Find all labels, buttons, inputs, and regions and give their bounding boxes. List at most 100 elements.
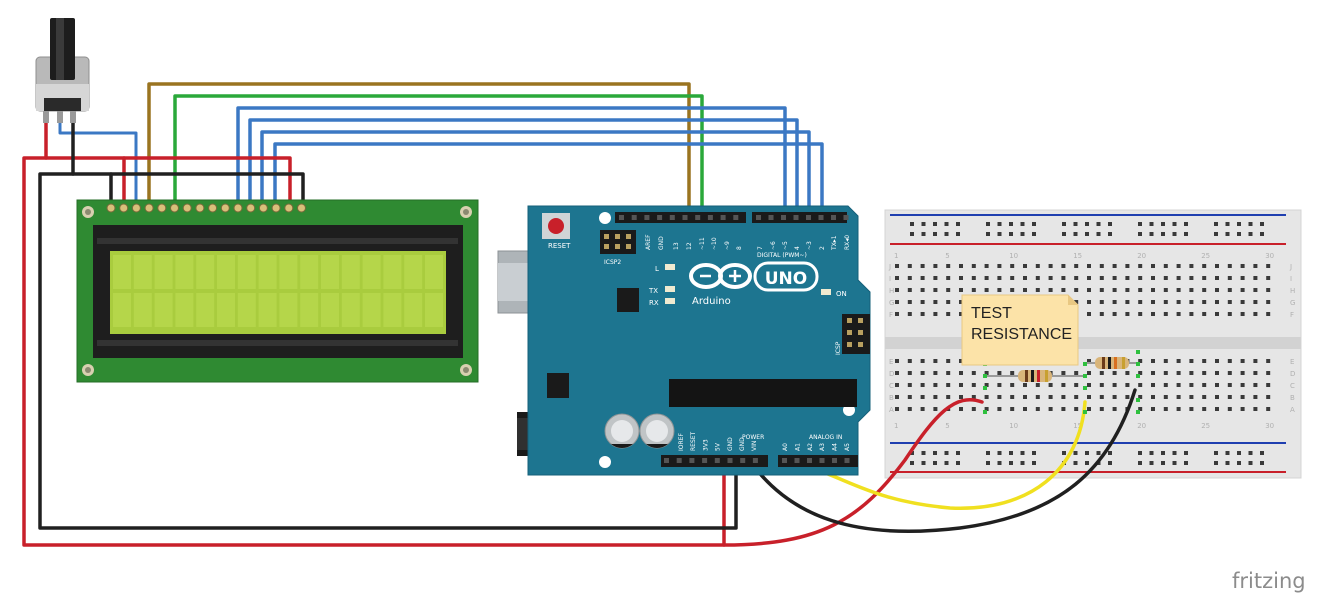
analog-pin-label: A2 <box>807 443 814 451</box>
breadboard-rail-hole <box>1138 232 1142 236</box>
power-pin-hole <box>714 458 720 463</box>
digital-header-right <box>752 212 847 223</box>
breadboard-hole <box>920 300 925 304</box>
breadboard-hole <box>997 395 1002 399</box>
breadboard-hole <box>1163 264 1168 268</box>
power-pin-label: GND <box>739 437 746 451</box>
breadboard-rail-hole <box>986 222 990 226</box>
breadboard-hole <box>1151 276 1155 280</box>
breadboard-rail-hole <box>1062 222 1066 226</box>
breadboard-hole <box>959 300 963 304</box>
breadboard-hole <box>1189 276 1194 280</box>
connected-hole <box>983 410 987 414</box>
breadboard-hole <box>959 312 963 316</box>
breadboard-rail-hole <box>1248 461 1253 465</box>
breadboard-hole <box>1189 312 1194 316</box>
connected-hole <box>1083 374 1087 378</box>
breadboard-hole <box>1010 395 1015 399</box>
breadboard-hole <box>920 395 925 399</box>
analog-pin-label: A5 <box>844 443 851 451</box>
breadboard-hole <box>1087 276 1091 280</box>
breadboard-rail-hole <box>956 232 960 236</box>
breadboard-rail-hole <box>1260 222 1264 226</box>
breadboard-rail-hole <box>1009 232 1013 236</box>
breadboard-hole <box>1074 300 1079 304</box>
lcd-pin <box>284 203 294 213</box>
breadboard-hole <box>1227 300 1232 304</box>
breadboard-hole <box>920 276 925 280</box>
breadboard-rail-hole <box>1260 461 1264 465</box>
breadboard-hole <box>1253 383 1258 387</box>
wire-brown-lcd-to-pin12 <box>147 82 691 224</box>
breadboard-hole <box>1074 264 1079 268</box>
breadboard-hole <box>1163 371 1168 375</box>
note-line1: TEST <box>971 305 1012 322</box>
lcd-cell <box>425 293 443 327</box>
breadboard-hole <box>1240 371 1245 375</box>
breadboard-rail-hole <box>1062 232 1066 236</box>
digital-pin-hole <box>843 215 849 220</box>
breadboard-hole <box>959 359 963 363</box>
breadboard-hole <box>1112 407 1117 411</box>
breadboard-rail-hole <box>1032 222 1036 226</box>
lcd-cell <box>321 255 339 289</box>
breadboard-hole <box>1023 407 1027 411</box>
digital-header-left <box>615 212 746 223</box>
row-label: A <box>889 406 894 414</box>
breadboard-hole <box>920 264 925 268</box>
breadboard-hole <box>1074 383 1079 387</box>
wire-blue-lcd-to-pin5 <box>236 106 787 224</box>
breadboard-hole <box>1048 264 1053 268</box>
breadboard-hole <box>907 371 912 375</box>
led-rx-label: RX <box>649 299 659 307</box>
breadboard-hole <box>1112 312 1117 316</box>
breadboard-hole <box>1138 276 1143 280</box>
breadboard-rail-hole <box>944 232 949 236</box>
breadboard-hole <box>1023 288 1027 292</box>
icsp-label: ICSP <box>835 341 842 355</box>
breadboard-hole <box>1010 288 1015 292</box>
breadboard-hole <box>895 276 899 280</box>
usb-chip <box>617 288 639 312</box>
digital-pin-hole <box>631 215 637 220</box>
breadboard-hole <box>1189 300 1194 304</box>
breadboard-hole <box>1163 395 1168 399</box>
breadboard-rail-hole <box>1085 222 1089 226</box>
breadboard-rail-hole <box>1108 451 1112 455</box>
icsp2-pin <box>615 234 620 239</box>
breadboard-hole <box>1176 407 1181 411</box>
breadboard-hole <box>907 288 912 292</box>
breadboard-rail-hole <box>944 461 949 465</box>
digital-pin-hole <box>707 215 713 220</box>
column-number-bottom: 20 <box>1137 422 1146 430</box>
breadboard-hole <box>907 395 912 399</box>
breadboard-hole <box>1227 371 1232 375</box>
lcd-pin <box>157 203 167 213</box>
breadboard-rail-hole <box>1149 461 1154 465</box>
breadboard-hole <box>1266 288 1271 292</box>
breadboard-hole <box>1266 371 1271 375</box>
breadboard-rail-hole <box>1009 222 1013 226</box>
breadboard-rail-hole <box>1225 461 1230 465</box>
breadboard-hole <box>1087 407 1091 411</box>
breadboard-hole <box>895 407 899 411</box>
lcd-cell <box>133 293 152 327</box>
breadboard-hole <box>997 288 1002 292</box>
breadboard-hole <box>1176 371 1181 375</box>
breadboard-hole <box>1163 359 1168 363</box>
breadboard-hole <box>1138 359 1143 363</box>
breadboard-hole <box>1266 395 1271 399</box>
breadboard-hole <box>1061 264 1066 268</box>
breadboard-hole <box>1253 371 1258 375</box>
breadboard-rail-hole <box>956 222 960 226</box>
lcd-cell <box>341 293 360 327</box>
lcd-pin <box>131 203 141 213</box>
breadboard-hole <box>946 288 951 292</box>
breadboard-hole <box>1227 395 1232 399</box>
lcd-cell <box>383 255 402 289</box>
breadboard-hole <box>1138 300 1143 304</box>
breadboard-hole <box>959 383 963 387</box>
